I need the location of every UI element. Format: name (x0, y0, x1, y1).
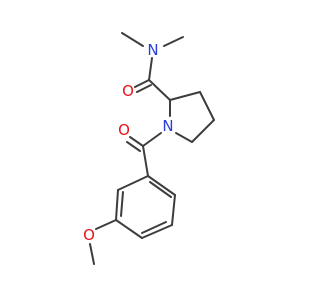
bond-c2-c3 (169, 91, 201, 101)
amide-nitrogen-label: N (147, 41, 158, 59)
bond-nme-right (163, 36, 184, 47)
bond-ketone-aryl (142, 145, 149, 177)
amide-oxygen-label: O (122, 82, 134, 100)
ketone-oxygen-label: O (118, 121, 130, 139)
bond-n-ketone-c (142, 132, 162, 147)
bond-ar5-ether-o (95, 219, 117, 230)
bond-ar4-ar5 (115, 219, 143, 239)
bond-nme-left (121, 32, 144, 47)
bond-ar5-ar6 (115, 189, 119, 221)
bond-carbonyl-o-b (136, 84, 152, 93)
bond-n-carbonyl (148, 57, 153, 81)
ring-nitrogen-label: N (162, 117, 173, 135)
bond-ar3-ar4-inner (141, 221, 167, 234)
bond-ether-o-methyl (89, 243, 95, 265)
bond-ketone-o-a (129, 136, 144, 147)
bond-carbonyl-c2 (148, 79, 171, 101)
ether-oxygen-label: O (83, 226, 95, 244)
bond-ketone-o-b (126, 141, 141, 152)
bond-carbonyl-o-a (134, 79, 150, 88)
bond-ar2-ar3 (171, 194, 176, 226)
bond-ar3-ar4 (141, 224, 173, 239)
bond-ar6-ar1 (117, 175, 149, 191)
bond-c4-c5 (191, 119, 215, 143)
bond-c5-n (175, 132, 193, 143)
background (0, 0, 300, 300)
bond-ar1-ar2 (147, 175, 176, 196)
bond-ar5-ar6-inner (120, 191, 124, 217)
bond-ar1-ar2-inner (149, 181, 172, 198)
bond-c3-c4 (199, 91, 215, 121)
molecule-structure: N O N O O (0, 0, 300, 300)
